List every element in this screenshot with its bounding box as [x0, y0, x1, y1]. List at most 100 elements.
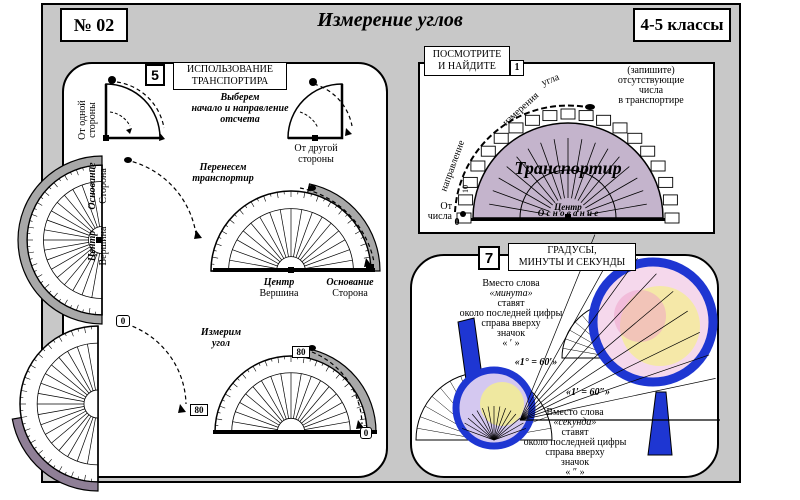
scale-tick — [356, 405, 363, 409]
scale-tick — [247, 369, 250, 373]
lens-spoke — [493, 407, 506, 441]
scale-tick — [36, 274, 43, 278]
scale-tick — [221, 230, 228, 235]
scale-tick — [31, 214, 38, 217]
direction-arc — [454, 104, 587, 213]
scale-tick — [29, 258, 33, 260]
scale-tick — [216, 418, 223, 421]
scale-tick — [316, 195, 319, 202]
protractor-vertical-left — [17, 155, 103, 325]
missing-number-box — [470, 160, 486, 172]
scale-tick — [22, 383, 26, 385]
lens-spoke — [493, 417, 521, 441]
scale-tick — [219, 405, 226, 409]
scale-tick — [332, 369, 335, 373]
grade-label: 4-5 классы — [633, 8, 731, 42]
center-arc — [276, 417, 306, 433]
scale-tick — [27, 370, 31, 373]
scale-tick — [40, 196, 44, 199]
scale-tick — [232, 382, 238, 388]
scale-tick — [218, 236, 222, 239]
scale-tick — [228, 388, 232, 391]
label-zero: 0 — [454, 217, 460, 228]
scale-tick — [64, 333, 67, 337]
magnifier-illustration — [415, 234, 720, 456]
spoke-arrow — [586, 190, 644, 212]
center-point — [565, 214, 571, 220]
scale-tick — [323, 198, 326, 202]
lens-spoke — [482, 407, 495, 441]
zoom-ray — [519, 257, 638, 421]
spoke-arrow — [583, 166, 630, 206]
scale-arc — [36, 342, 99, 466]
lens-spoke — [493, 410, 512, 441]
angle-from-other-side — [287, 78, 353, 141]
zoom-ray — [519, 354, 710, 421]
arrow-head — [356, 420, 364, 429]
sheet-number: № 02 — [60, 8, 128, 42]
marker-zero-right: 0 — [360, 427, 372, 439]
big-magnifier-handle — [647, 391, 673, 456]
scale-tick — [58, 178, 61, 182]
spoke-arrow — [574, 142, 596, 200]
scale-tick — [82, 309, 84, 313]
scale-tick — [258, 362, 261, 366]
spoke-arrow — [571, 139, 583, 199]
scale-tick — [77, 328, 79, 332]
direction-arrow-head — [585, 104, 595, 110]
scale-tick — [21, 416, 28, 418]
center-word: Центр — [553, 202, 582, 212]
scale-tick — [64, 174, 68, 181]
scale-tick — [229, 219, 235, 224]
scale-tick — [27, 435, 31, 438]
spoke-arrow — [498, 177, 551, 209]
direction-arc — [311, 351, 363, 425]
scale-tick — [28, 226, 35, 229]
missing-number-box — [664, 212, 680, 224]
scale-tick — [310, 193, 312, 197]
scale-tick — [361, 412, 365, 414]
spoke-arrow — [540, 142, 562, 200]
scale-tick — [44, 284, 50, 289]
center-arc — [83, 389, 99, 419]
protractor-band — [11, 416, 99, 492]
scale-tick — [24, 377, 31, 380]
scale-tick — [58, 336, 63, 342]
center-arc — [88, 226, 103, 254]
scale-tick — [70, 171, 72, 175]
scale-tick — [256, 198, 259, 202]
scale-tick — [48, 186, 52, 190]
scale-tick — [302, 357, 305, 364]
scale-tick — [88, 166, 91, 173]
scale-tick — [28, 251, 35, 254]
scale-tick — [38, 353, 43, 358]
start-marker — [308, 185, 316, 191]
zoom-ray — [519, 273, 657, 421]
scale-tick — [40, 281, 44, 284]
scale-tick — [42, 348, 46, 352]
scale-tick — [33, 446, 37, 449]
lens-spoke — [467, 417, 495, 441]
lens-spoke — [464, 422, 495, 441]
scale-tick — [53, 182, 58, 188]
scale-tick — [351, 393, 357, 398]
protractor-band — [17, 155, 103, 325]
scale-tick — [345, 214, 348, 217]
start-marker — [308, 345, 316, 351]
scale-tick — [334, 205, 338, 209]
scale-tick — [276, 192, 279, 199]
formula-degree: «1° = 60′» — [514, 357, 558, 368]
scale-tick — [277, 357, 280, 364]
panel7-heading: ГРАДУСЫ,МИНУТЫ И СЕКУНДЫ — [508, 243, 636, 271]
missing-number-box — [480, 145, 496, 157]
scale-tick — [338, 209, 343, 215]
marker-eighty-right: 80 — [292, 346, 310, 358]
scale-tick — [36, 202, 43, 206]
scale-tick — [353, 224, 357, 228]
scale-tick — [327, 201, 332, 208]
lens-spoke — [493, 422, 524, 441]
